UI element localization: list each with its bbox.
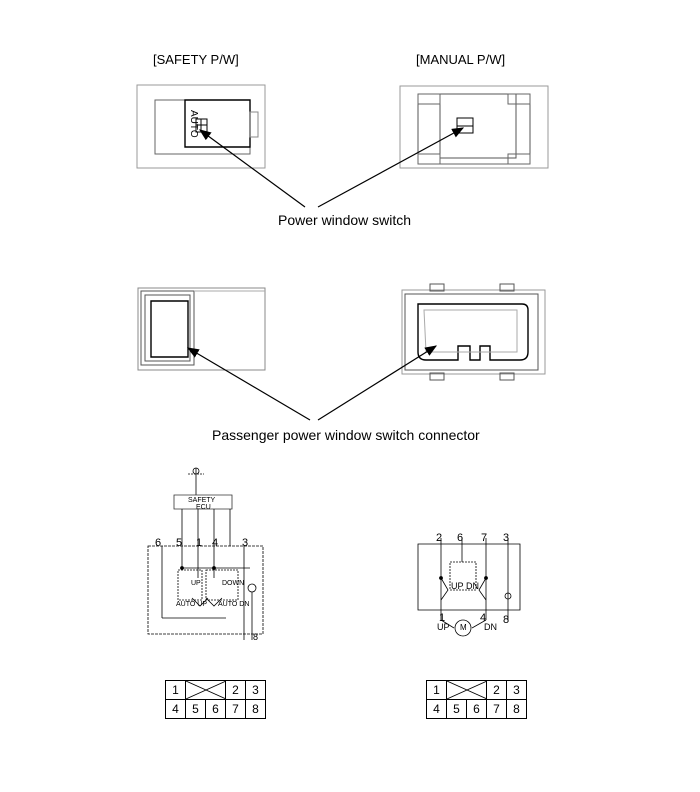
manual-circuit-drawing <box>418 538 520 636</box>
safety-connector-drawing <box>138 288 265 370</box>
manual-pin-3: 3 <box>503 532 510 544</box>
unused-cross-mark <box>186 681 226 699</box>
safety-pin-1: 1 <box>196 537 203 549</box>
pin-cell: 6 <box>466 699 487 719</box>
table-row: 4 5 6 7 8 <box>426 699 527 719</box>
manual-pin-8: 8 <box>503 614 510 626</box>
switch-callout-arrows <box>199 127 465 207</box>
manual-pin-2: 2 <box>436 532 443 544</box>
safety-pw-header: [SAFETY P/W] <box>153 52 239 67</box>
manual-connector-table: 1 2 3 4 5 6 7 8 <box>426 680 527 719</box>
safety-circuit-drawing <box>148 468 263 640</box>
safety-down-label: DOWN <box>222 580 245 587</box>
safety-pin-8: 8 <box>253 632 259 642</box>
auto-label: AUTO <box>188 110 199 138</box>
manual-switch-drawing <box>400 86 548 168</box>
safety-auto-up-label: AUTO UP <box>176 601 207 608</box>
pin-cell: 8 <box>245 699 266 719</box>
safety-pin-5: 5 <box>176 537 183 549</box>
pin-cell: 1 <box>165 680 186 700</box>
pin-cell: 1 <box>426 680 447 700</box>
power-window-switch-label: Power window switch <box>278 212 412 228</box>
table-row: 4 5 6 7 8 <box>165 699 266 719</box>
manual-up-bottom-label: UP <box>437 622 450 632</box>
pin-cell: 3 <box>245 680 266 700</box>
safety-ecu-label-2: ECU <box>196 504 211 511</box>
safety-pin-6: 6 <box>155 537 162 549</box>
manual-pin-7: 7 <box>481 532 488 544</box>
connector-callout-arrows <box>186 345 438 420</box>
pin-cell: 2 <box>486 680 507 700</box>
safety-connector-table: 1 2 3 4 5 6 7 8 <box>165 680 266 719</box>
safety-switch-drawing <box>137 85 265 168</box>
pin-cell: 4 <box>165 699 186 719</box>
connector-label: Passenger power window switch connector <box>212 427 480 443</box>
unused-pin-cell <box>446 680 487 700</box>
manual-pin-1: 1 <box>439 612 446 624</box>
safety-auto-dn-label: AUTO DN <box>218 601 250 608</box>
pin-cell: 4 <box>426 699 447 719</box>
pin-cell: 2 <box>225 680 246 700</box>
pin-cell: 7 <box>486 699 507 719</box>
manual-pw-header: [MANUAL P/W] <box>416 52 506 67</box>
motor-label: M <box>460 623 467 632</box>
safety-ecu-label-1: SAFETY <box>188 497 216 504</box>
table-row: 1 2 3 <box>165 680 266 700</box>
pin-cell: 8 <box>506 699 527 719</box>
manual-connector-drawing <box>402 284 545 380</box>
table-row: 1 2 3 <box>426 680 527 700</box>
manual-dn-bottom-label: DN <box>484 622 497 632</box>
pin-cell: 3 <box>506 680 527 700</box>
manual-dn-label: DN <box>466 581 479 591</box>
manual-pin-4: 4 <box>480 612 487 624</box>
unused-cross-mark <box>447 681 487 699</box>
pin-cell: 6 <box>205 699 226 719</box>
pin-cell: 5 <box>185 699 206 719</box>
pin-cell: 7 <box>225 699 246 719</box>
pin-cell: 5 <box>446 699 467 719</box>
unused-pin-cell <box>185 680 226 700</box>
safety-pin-4: 4 <box>212 537 219 549</box>
manual-pin-6: 6 <box>457 532 464 544</box>
safety-pin-3: 3 <box>242 537 249 549</box>
safety-up-label: UP <box>191 580 201 587</box>
manual-up-label: UP <box>451 581 464 591</box>
